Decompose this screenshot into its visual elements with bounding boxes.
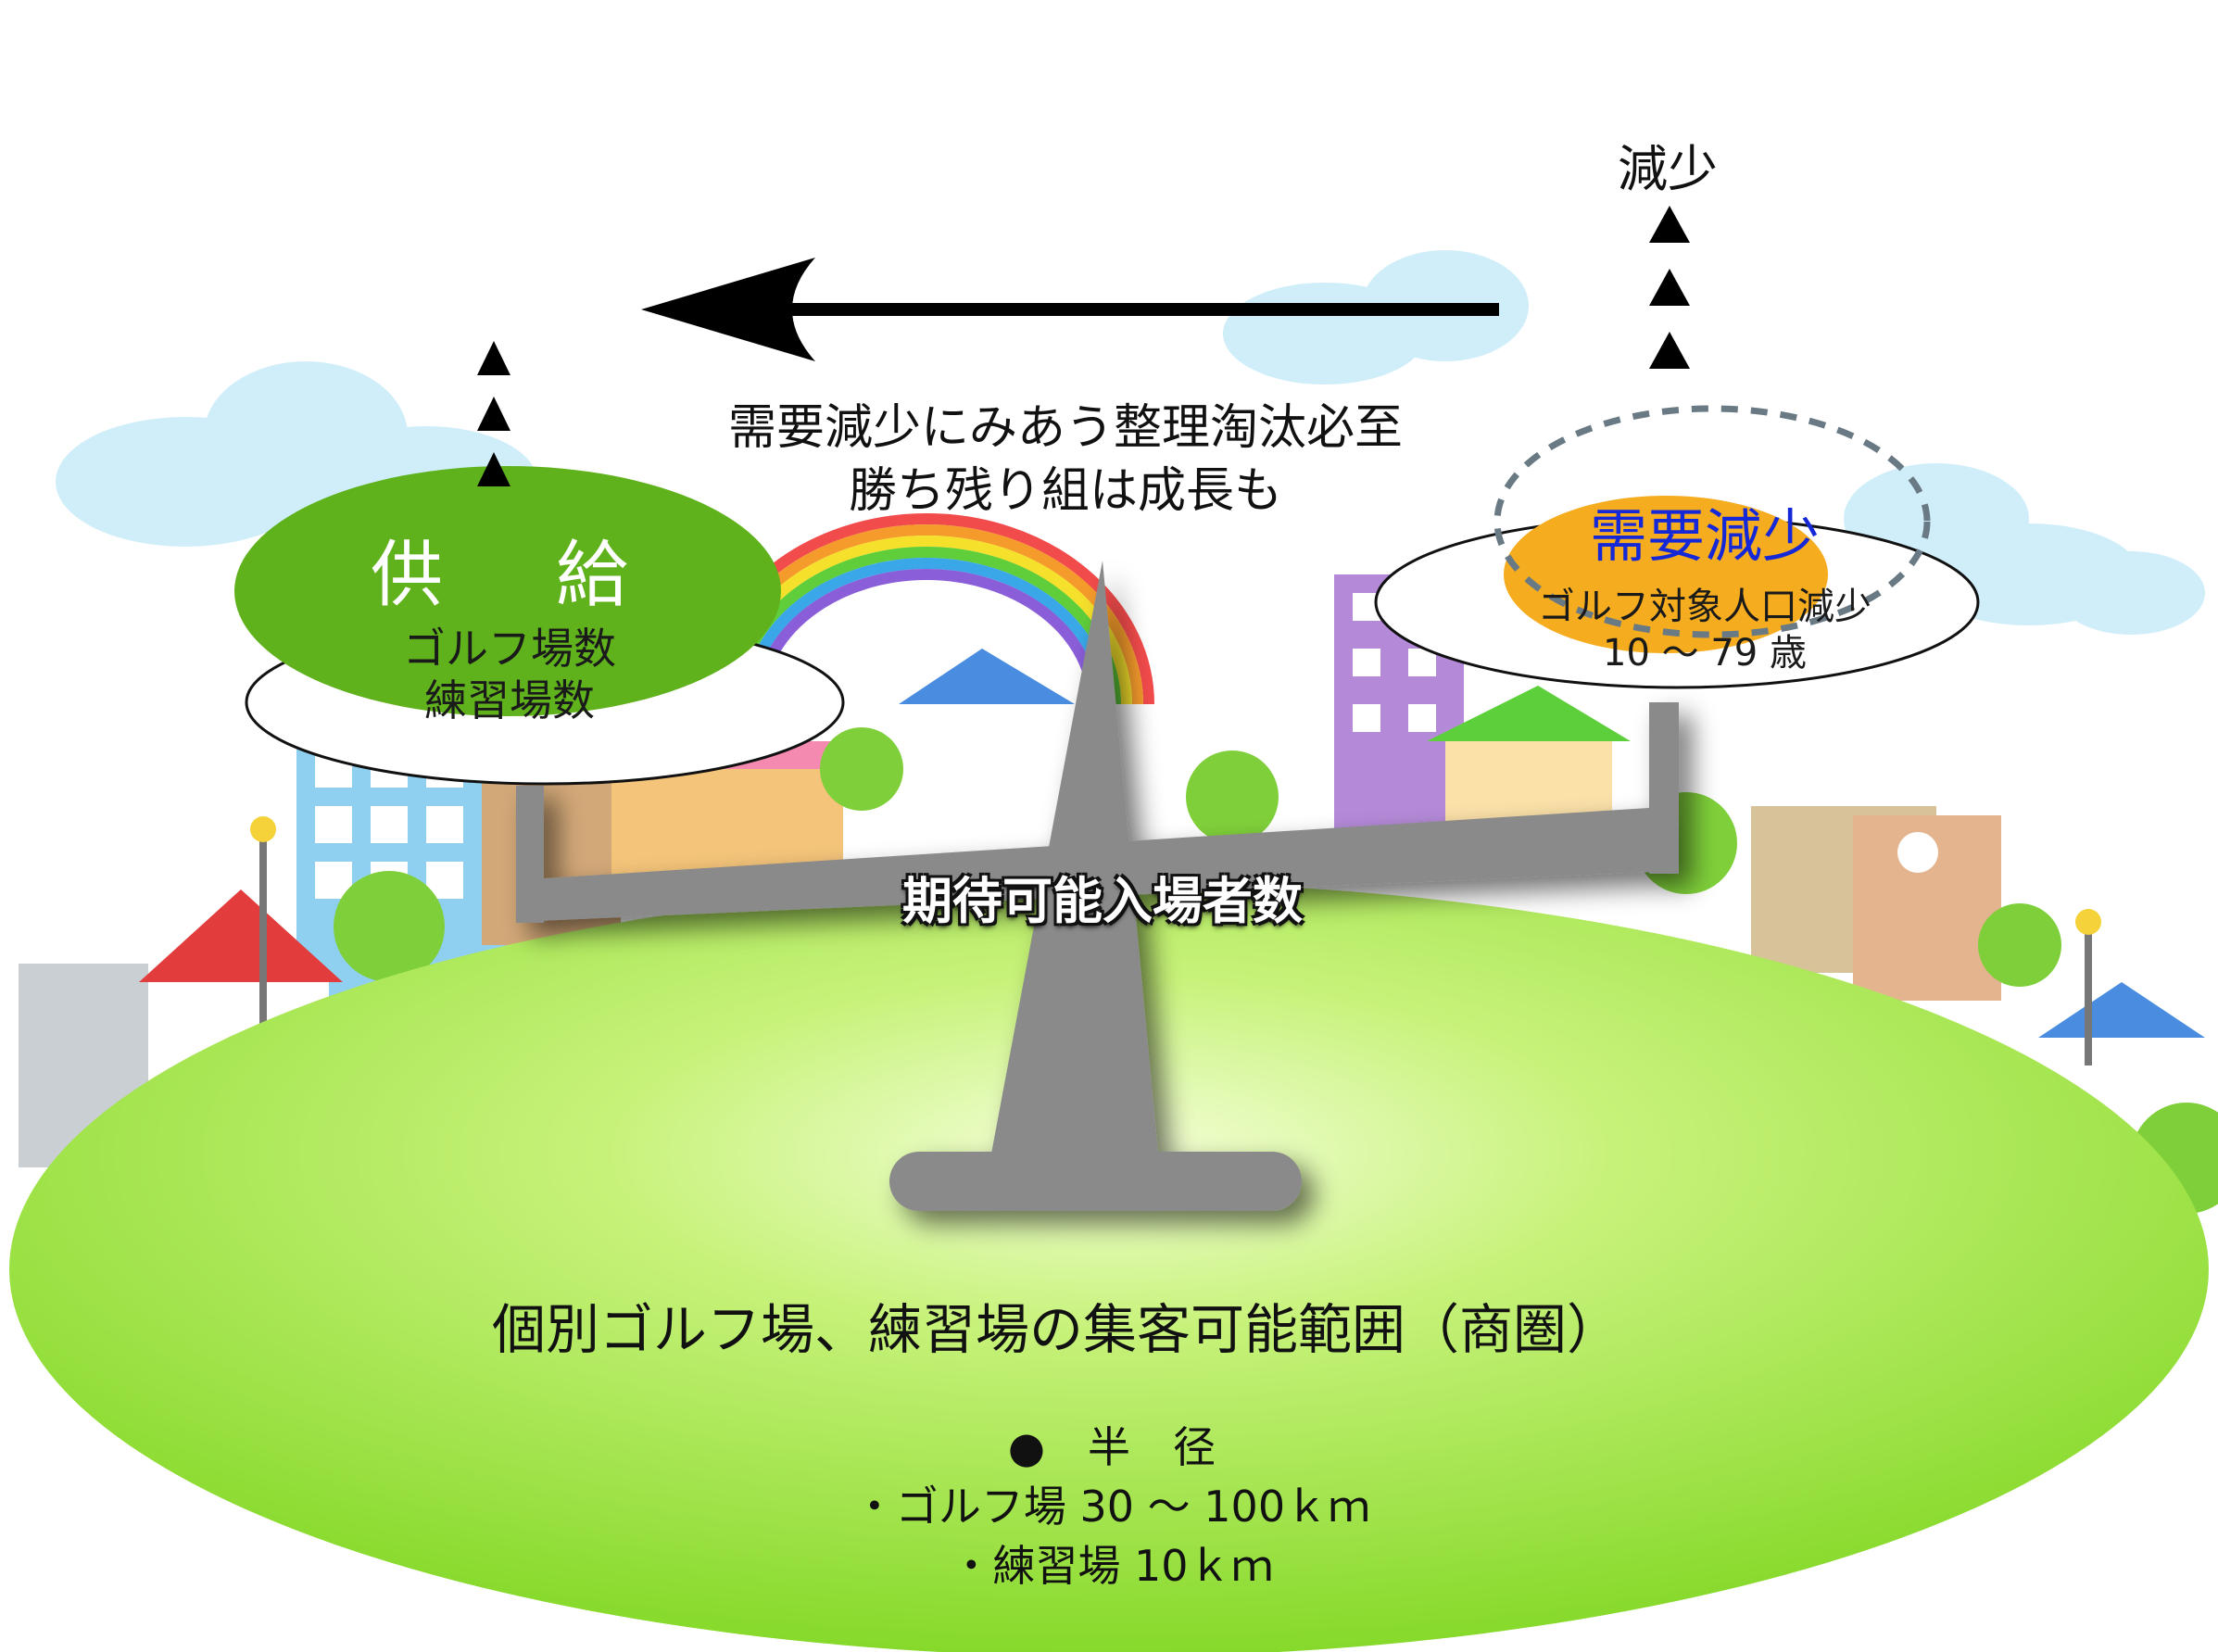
demand-item-population: ゴルフ対象人口減少 — [1538, 586, 1871, 628]
arrow-caption-line-2: 勝ち残り組は成長も — [848, 463, 1282, 519]
supply-pan — [234, 466, 845, 786]
radius-item-golf: ・ゴルフ場 30 ～ 100ｋｍ — [852, 1482, 1371, 1532]
demand-shrink-outline — [1493, 405, 1931, 638]
demand-decrease-triangles — [1649, 206, 1690, 369]
arrow-caption: 需要減少にみあう整理淘汰必至 勝ち残り組は成長も — [639, 397, 1492, 523]
fulcrum-label: 期待可能入場者数 — [902, 872, 1303, 930]
demand-items: ゴルフ対象人口減少 10 ～ 79 歳 — [1380, 584, 2029, 676]
decline-label: 減少 — [1618, 140, 1718, 198]
catchment-title: 個別ゴルフ場、練習場の集客可能範囲（商圏） — [491, 1298, 1620, 1361]
supply-item-driving-ranges: 練習場数 — [424, 675, 595, 725]
balance-scale — [516, 561, 1679, 1211]
radius-block: ● 半 径 ・ゴルフ場 30 ～ 100ｋｍ ・練習場 10ｋｍ — [741, 1418, 1482, 1595]
arrow-caption-line-1: 需要減少にみあう整理淘汰必至 — [727, 400, 1403, 456]
radius-heading: ● 半 径 — [1007, 1422, 1216, 1472]
radius-item-range: ・練習場 10ｋｍ — [950, 1541, 1274, 1591]
left-arrow — [641, 258, 1499, 361]
demand-pan — [1374, 405, 1980, 689]
catchment-ground — [9, 882, 2209, 1652]
supply-decrease-triangles — [477, 341, 510, 486]
supply-item-golf-courses: ゴルフ場数 — [403, 624, 616, 674]
supply-title: 供 給 — [370, 534, 649, 617]
demand-item-age-range: 10 ～ 79 歳 — [1603, 632, 1807, 675]
supply-items: ゴルフ場数 練習場数 — [232, 623, 788, 726]
demand-title: 需要減少 — [1589, 502, 1820, 570]
